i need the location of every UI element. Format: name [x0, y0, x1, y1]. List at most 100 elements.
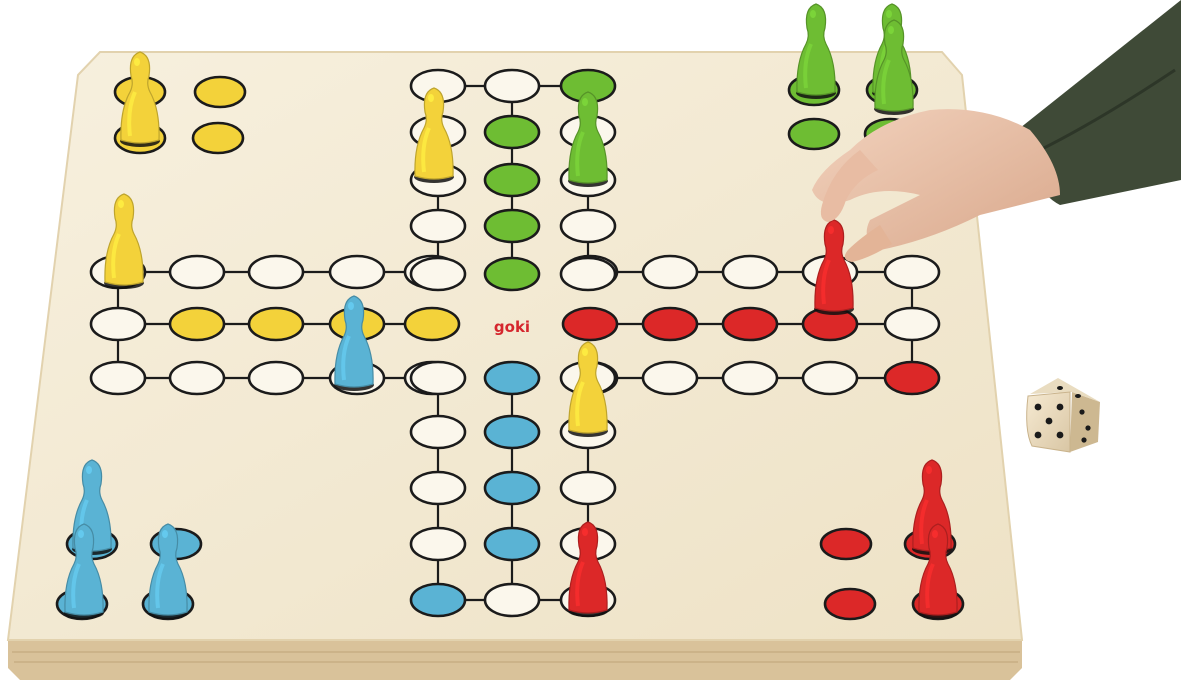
- track-square-empty[interactable]: [409, 256, 467, 292]
- track-square-empty[interactable]: [801, 360, 859, 396]
- track-square-empty[interactable]: [168, 360, 226, 396]
- piece-head-highlight: [810, 10, 816, 18]
- die-pip: [1056, 403, 1064, 411]
- game-piece-green-home[interactable]: [796, 3, 836, 99]
- track-square-empty[interactable]: [483, 582, 541, 618]
- piece-head-highlight: [828, 226, 834, 234]
- piece-highlight: [575, 561, 585, 607]
- game-piece-blue-track[interactable]: [334, 295, 374, 391]
- index-finger: [820, 150, 878, 222]
- track-square-blue[interactable]: [483, 360, 541, 396]
- game-piece-yellow-track[interactable]: [414, 87, 454, 183]
- die-pip: [1034, 403, 1042, 411]
- track-square-empty[interactable]: [409, 414, 467, 450]
- game-piece-blue-home[interactable]: [64, 523, 104, 619]
- game-piece-red-home[interactable]: [918, 523, 958, 619]
- track-square-green[interactable]: [483, 114, 541, 150]
- home-square-yellow[interactable]: [193, 75, 247, 109]
- die-pip: [1045, 417, 1053, 425]
- track-square-blue[interactable]: [483, 470, 541, 506]
- track-square-empty[interactable]: [559, 208, 617, 244]
- piece-head-highlight: [582, 528, 588, 536]
- track-square-yellow[interactable]: [403, 306, 461, 342]
- track-square-empty[interactable]: [89, 360, 147, 396]
- die-side-pip: [1085, 425, 1091, 431]
- sleeve-fold: [1039, 68, 1176, 152]
- die[interactable]: [1026, 378, 1100, 453]
- game-piece-yellow-track[interactable]: [104, 193, 144, 289]
- piece-head-highlight: [886, 10, 892, 18]
- track-square-empty[interactable]: [559, 470, 617, 506]
- track-square-empty[interactable]: [559, 256, 617, 292]
- track-square-empty[interactable]: [721, 360, 779, 396]
- track-square-red[interactable]: [721, 306, 779, 342]
- track-square-empty[interactable]: [89, 306, 147, 342]
- piece-head-highlight: [348, 302, 354, 310]
- game-piece-yellow-home[interactable]: [120, 51, 160, 147]
- track-square-empty[interactable]: [409, 470, 467, 506]
- game-piece-green-home[interactable]: [874, 19, 914, 115]
- track-square-yellow[interactable]: [247, 306, 305, 342]
- game-piece-green-track[interactable]: [568, 91, 608, 187]
- piece-highlight: [575, 131, 585, 177]
- home-square-yellow[interactable]: [191, 121, 245, 155]
- track-square-green[interactable]: [483, 256, 541, 292]
- piece-head-highlight: [78, 530, 84, 538]
- piece-head-highlight: [888, 26, 894, 34]
- thumb: [844, 225, 892, 262]
- track-square-empty[interactable]: [247, 360, 305, 396]
- piece-highlight: [803, 43, 813, 89]
- track-square-empty[interactable]: [883, 254, 941, 290]
- track-square-blue[interactable]: [483, 414, 541, 450]
- home-square-red[interactable]: [823, 587, 877, 621]
- track-square-empty[interactable]: [641, 360, 699, 396]
- track-square-empty[interactable]: [168, 254, 226, 290]
- track-square-empty[interactable]: [721, 254, 779, 290]
- board-surface: [6, 51, 1024, 641]
- track-square-empty[interactable]: [328, 254, 386, 290]
- track-square-empty[interactable]: [483, 68, 541, 104]
- brand-logo-text: goki: [494, 318, 530, 336]
- track-square-blue[interactable]: [409, 582, 467, 618]
- die-top-pip: [1057, 386, 1063, 390]
- game-piece-red-track[interactable]: [814, 219, 854, 315]
- track-square-empty[interactable]: [883, 306, 941, 342]
- wrist-and-palm: [812, 109, 1060, 251]
- piece-highlight: [111, 233, 121, 279]
- piece-head-highlight: [162, 530, 168, 538]
- die-top-face: [1030, 378, 1100, 402]
- die-pip: [1056, 431, 1064, 439]
- track-square-red[interactable]: [561, 306, 619, 342]
- die-pip: [1034, 431, 1042, 439]
- game-piece-red-track[interactable]: [568, 521, 608, 617]
- sleeve: [1020, 0, 1181, 205]
- die-pips: [1034, 386, 1091, 443]
- track-square-empty[interactable]: [409, 526, 467, 562]
- track-square-empty[interactable]: [409, 360, 467, 396]
- game-piece-yellow-track[interactable]: [568, 341, 608, 437]
- track-square-empty[interactable]: [641, 254, 699, 290]
- piece-highlight: [421, 127, 431, 173]
- track-square-green[interactable]: [483, 208, 541, 244]
- home-square-red[interactable]: [819, 527, 873, 561]
- piece-head-highlight: [926, 466, 932, 474]
- game-piece-blue-home[interactable]: [148, 523, 188, 619]
- track-square-red[interactable]: [641, 306, 699, 342]
- die-side-pip: [1081, 437, 1087, 443]
- track-square-empty[interactable]: [247, 254, 305, 290]
- track-square-empty[interactable]: [409, 208, 467, 244]
- track-square-yellow[interactable]: [168, 306, 226, 342]
- piece-highlight: [575, 381, 585, 427]
- piece-highlight: [881, 59, 891, 105]
- game-pieces: [64, 3, 958, 619]
- piece-highlight: [341, 335, 351, 381]
- home-square-green[interactable]: [787, 117, 841, 151]
- track-square-blue[interactable]: [483, 526, 541, 562]
- piece-head-highlight: [428, 94, 434, 102]
- track-square-red[interactable]: [883, 360, 941, 396]
- track-square-green[interactable]: [483, 162, 541, 198]
- piece-head-highlight: [582, 348, 588, 356]
- piece-body: [796, 3, 836, 96]
- piece-head-highlight: [582, 98, 588, 106]
